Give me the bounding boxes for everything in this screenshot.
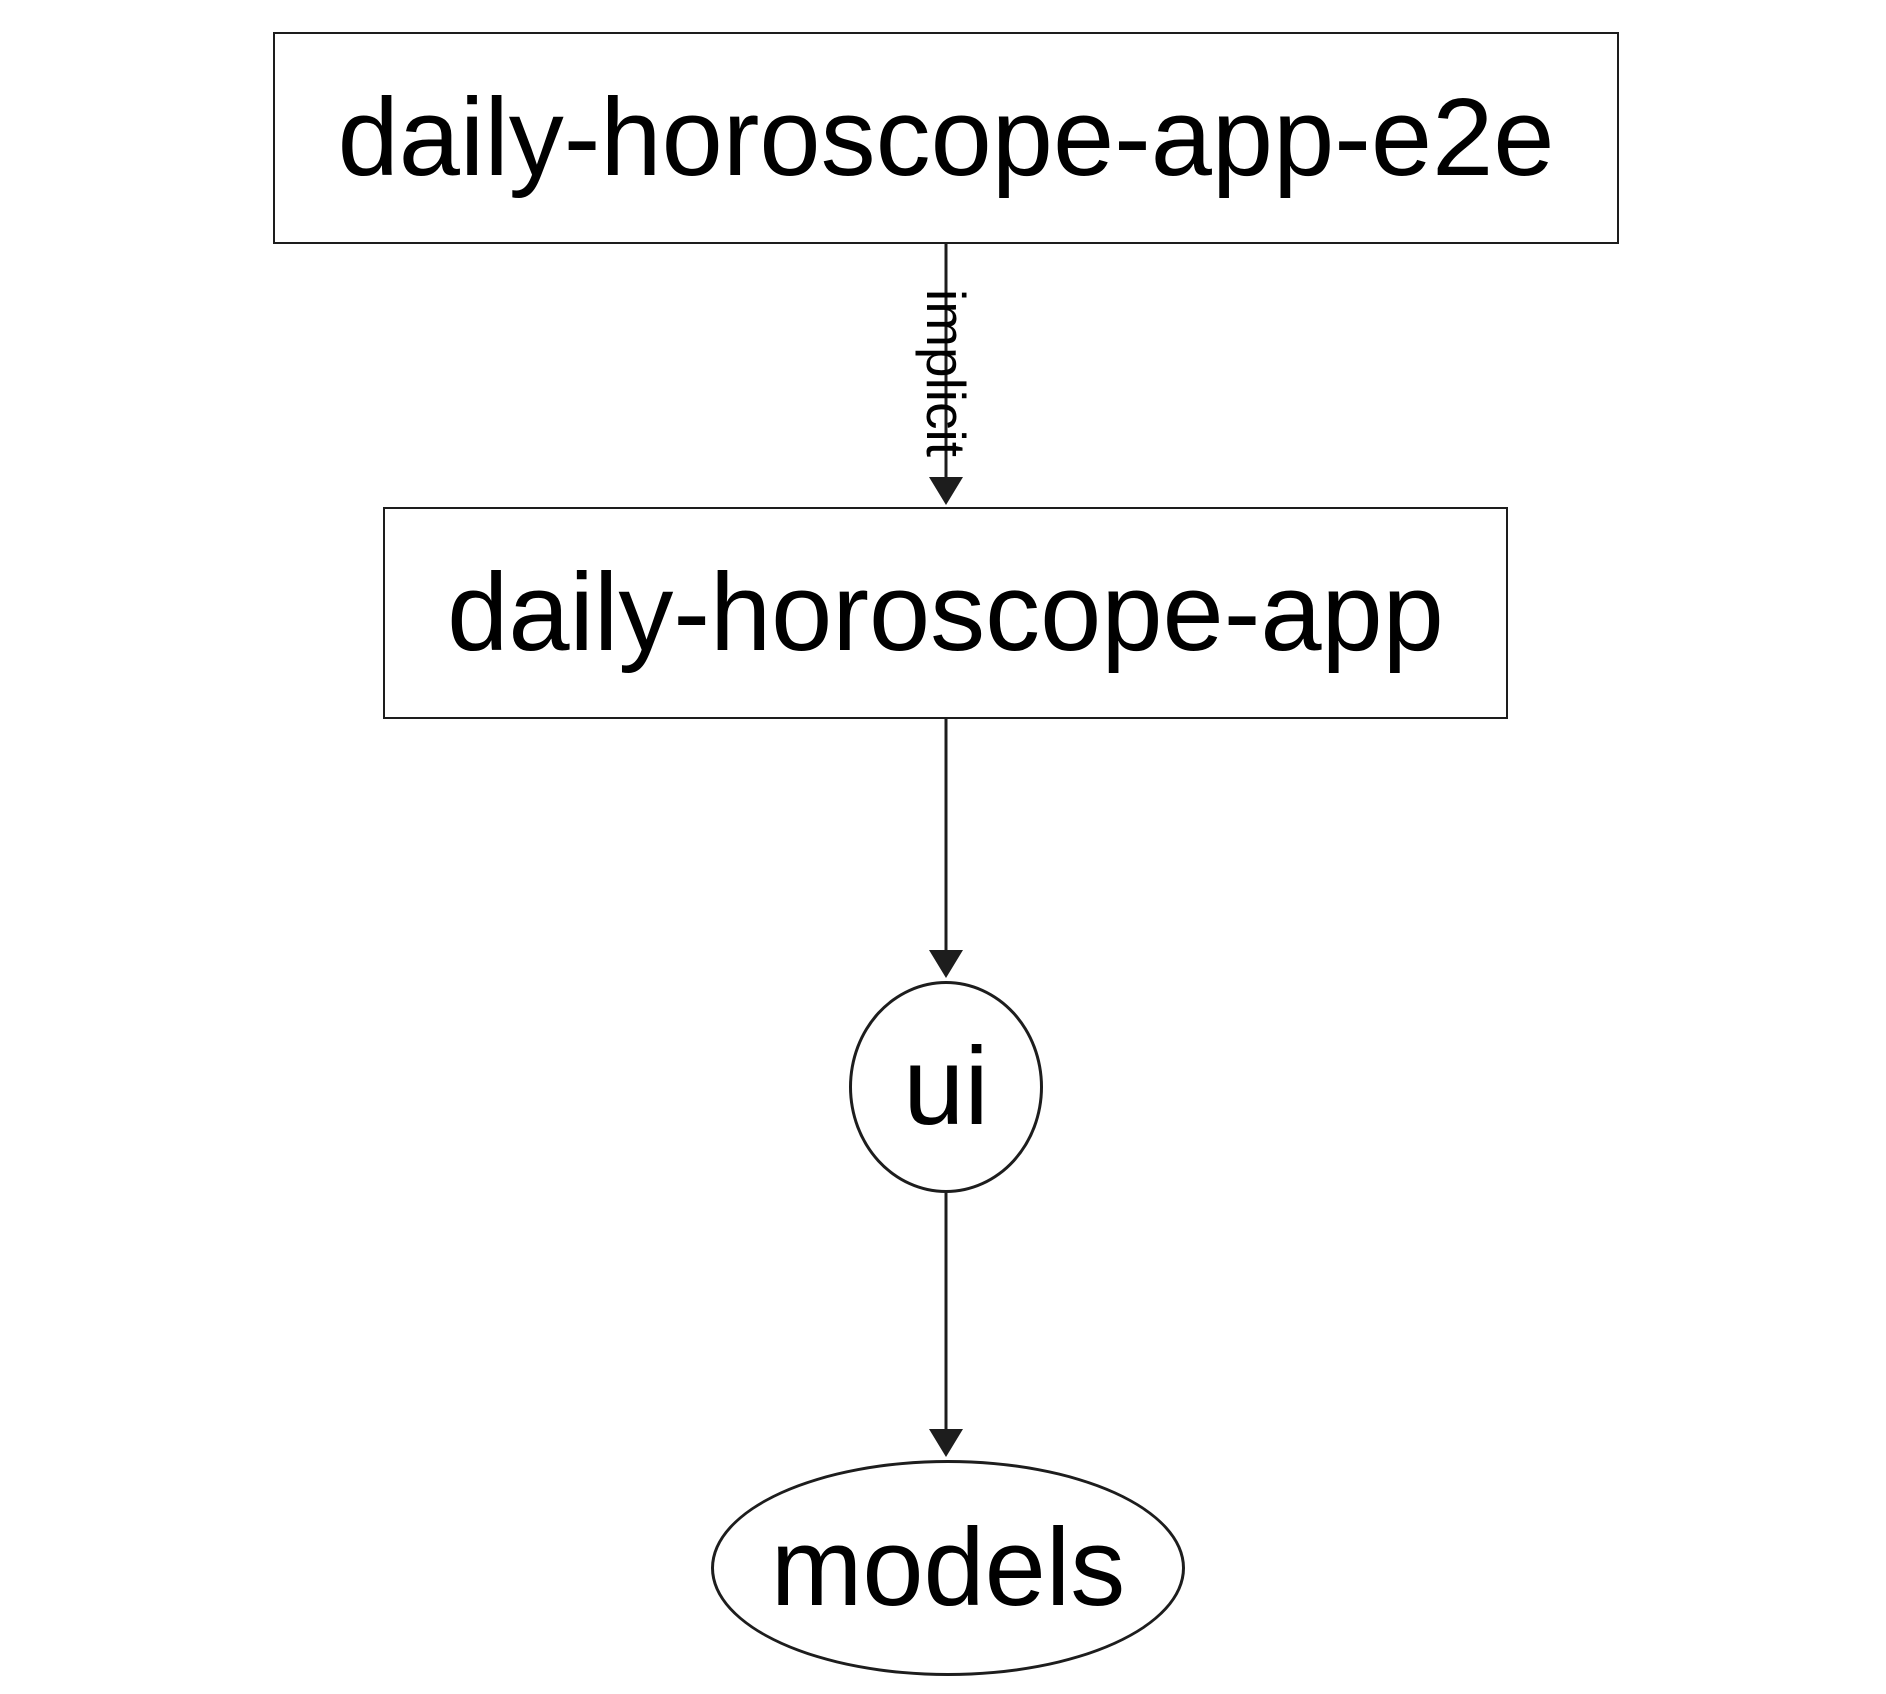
- node-label: models: [770, 1506, 1126, 1629]
- node-label: daily-horoscope-app: [447, 551, 1444, 674]
- arrowhead: [929, 950, 963, 978]
- node-label: ui: [903, 1025, 989, 1148]
- node-daily-horoscope-app-e2e: daily-horoscope-app-e2e: [273, 32, 1619, 244]
- arrowhead: [929, 477, 963, 505]
- arrowhead: [929, 1429, 963, 1457]
- node-label: daily-horoscope-app-e2e: [337, 76, 1555, 199]
- edge-ui-to-models: [929, 1193, 963, 1457]
- node-ui: ui: [849, 981, 1043, 1193]
- node-daily-horoscope-app: daily-horoscope-app: [383, 507, 1508, 719]
- edge-app-to-ui: [929, 718, 963, 978]
- edge-label-implicit: implicit: [915, 289, 977, 457]
- edge-e2e-to-app: implicit: [915, 244, 977, 505]
- node-models: models: [711, 1460, 1185, 1676]
